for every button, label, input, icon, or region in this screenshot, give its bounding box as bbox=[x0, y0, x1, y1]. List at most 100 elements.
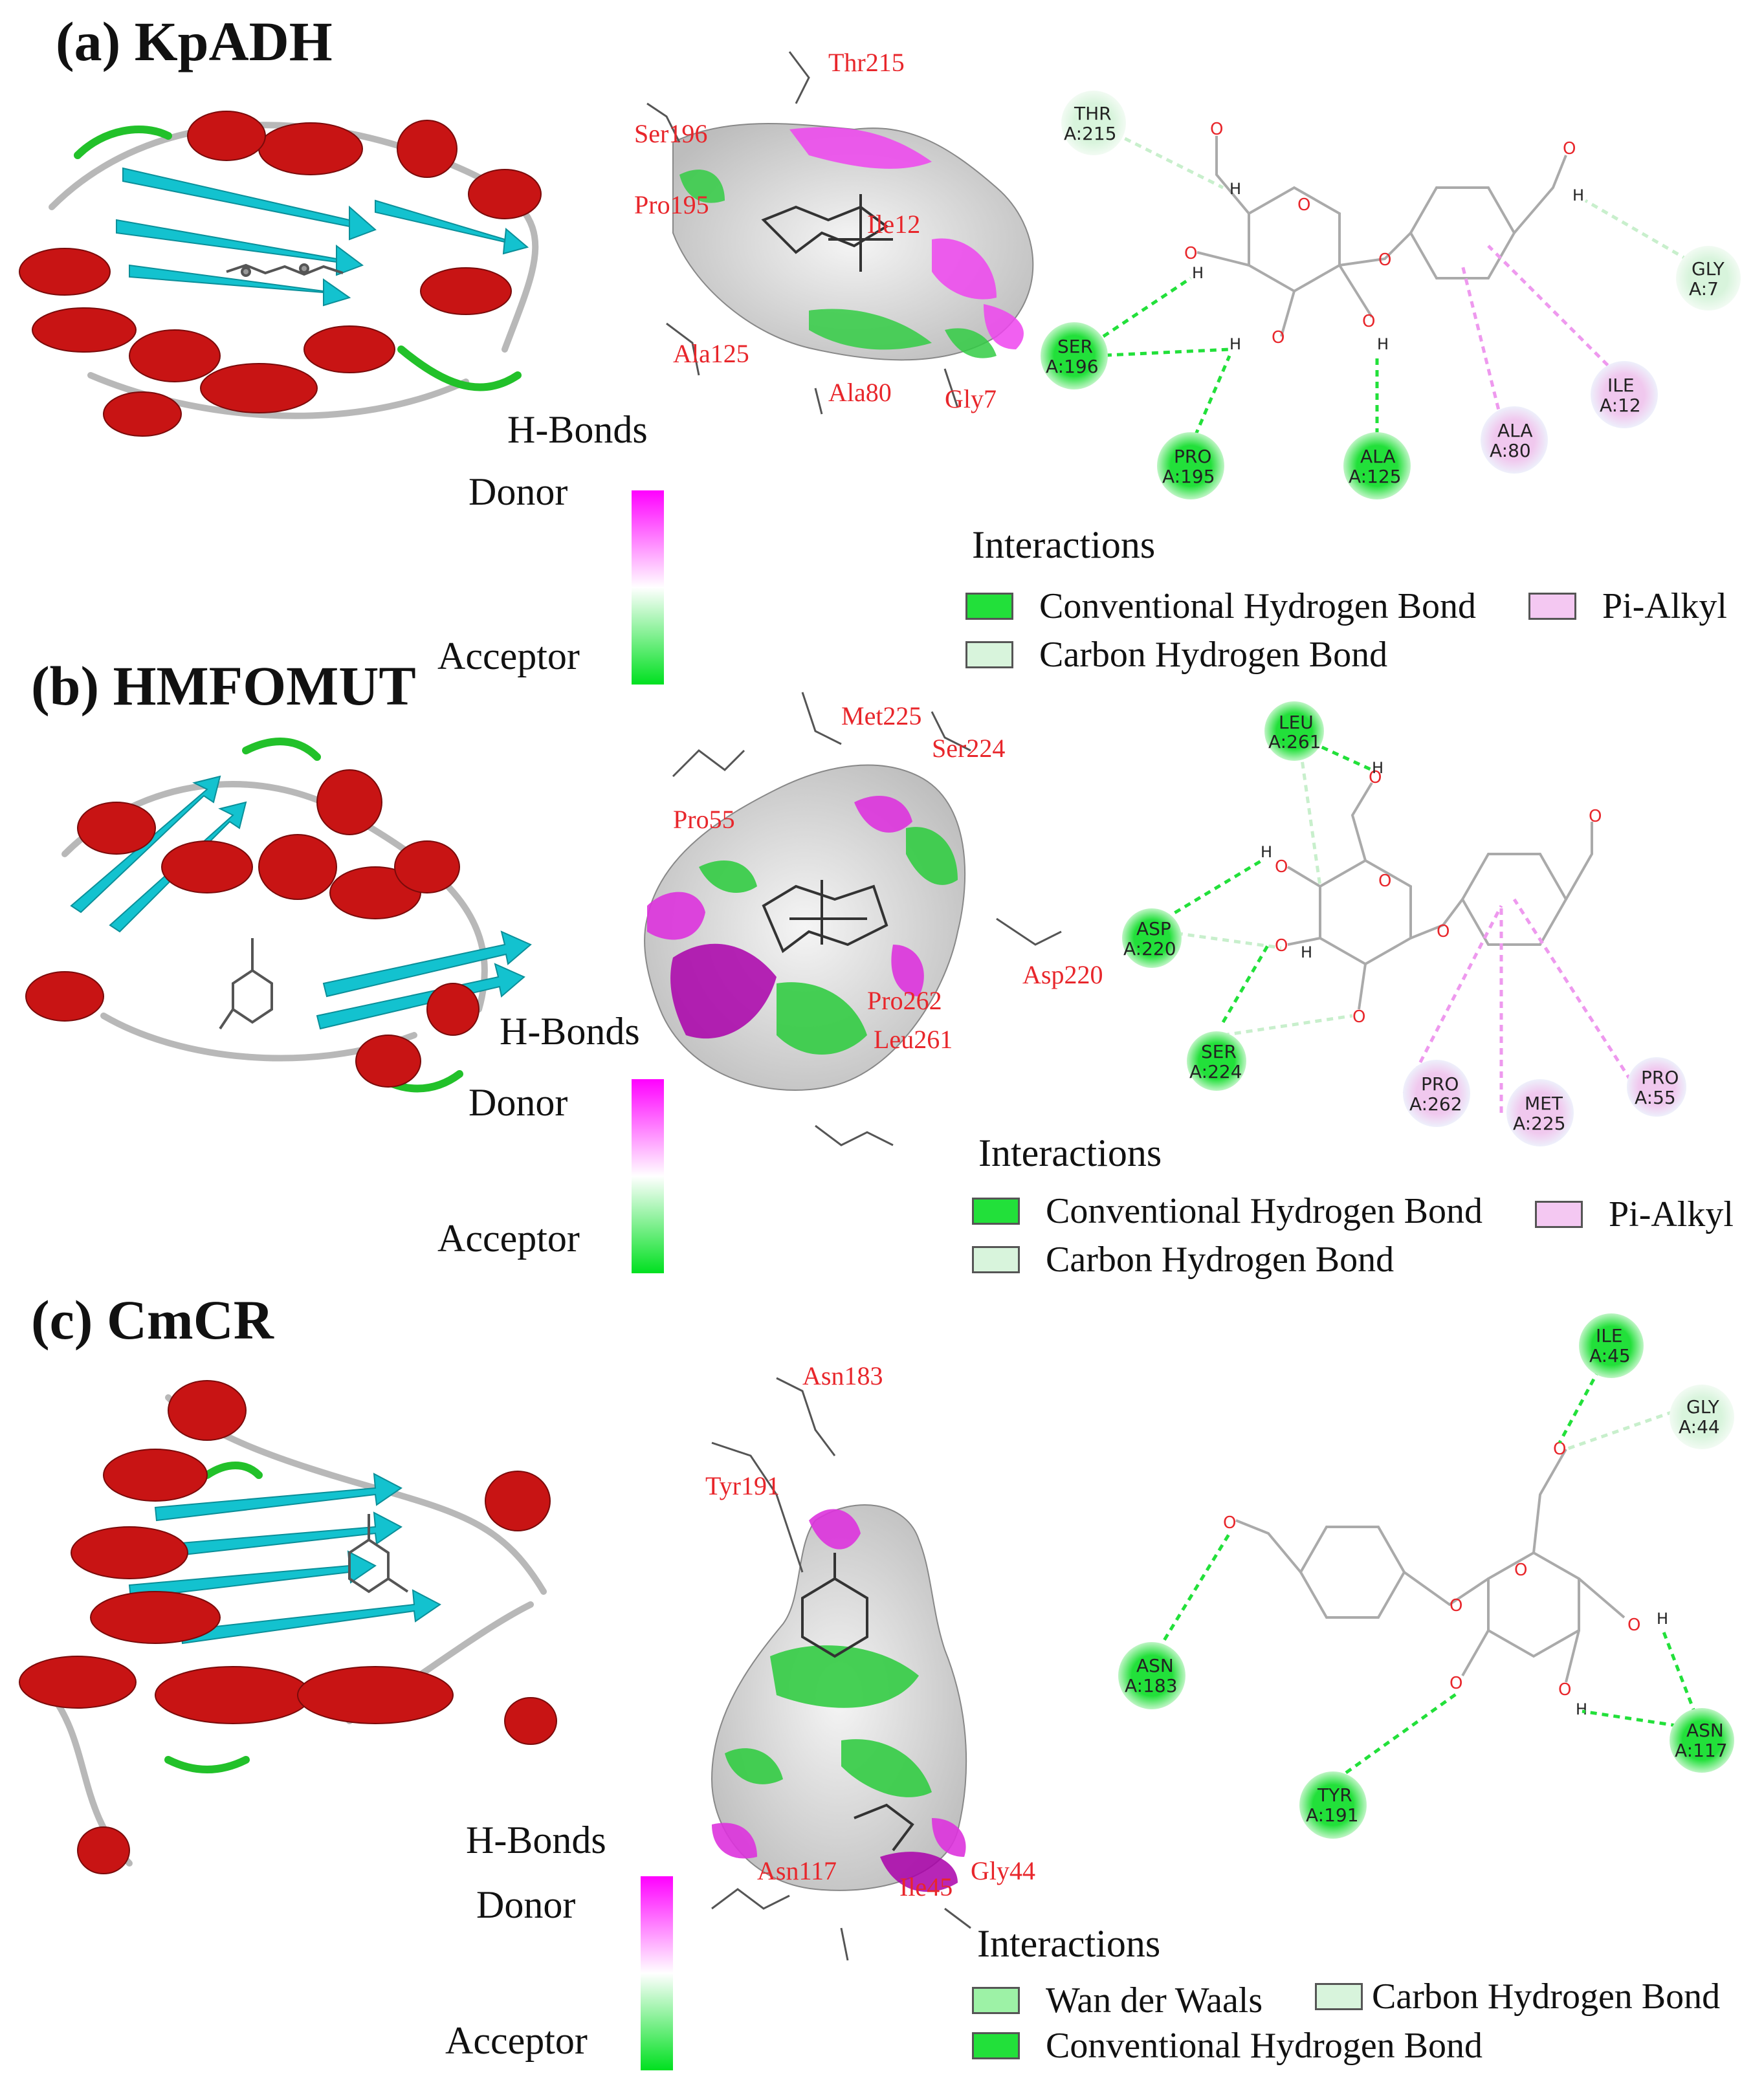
panel-a: (a) KpADH bbox=[0, 0, 1764, 686]
hydrogen-atom: H bbox=[1301, 943, 1312, 961]
residue-id: A:195 bbox=[1162, 466, 1215, 487]
surface-label: Ala80 bbox=[828, 378, 892, 407]
oxygen-atom: O bbox=[1450, 1674, 1462, 1693]
legend-item-carbon: Carbon Hydrogen Bond bbox=[965, 634, 1387, 675]
legend-item-conventional: Conventional Hydrogen Bond bbox=[972, 1190, 1483, 1232]
surface-label: Pro195 bbox=[634, 190, 709, 219]
legend-label: Conventional Hydrogen Bond bbox=[1046, 1191, 1483, 1231]
residue-id: A:80 bbox=[1490, 440, 1531, 461]
residue-id: A:12 bbox=[1600, 395, 1641, 416]
binding-pocket-surface bbox=[646, 51, 1034, 415]
residue-name: PRO bbox=[1174, 446, 1211, 467]
protein-ribbon-structure bbox=[25, 738, 532, 1093]
hbonds-gradient-bar bbox=[632, 490, 664, 685]
hydrogen-atom: H bbox=[1576, 1700, 1587, 1718]
legend-label: Pi-Alkyl bbox=[1602, 586, 1727, 626]
residue-id: A:224 bbox=[1189, 1061, 1242, 1082]
oxygen-atom: O bbox=[1378, 250, 1391, 270]
residue-name: ASP bbox=[1136, 918, 1171, 939]
residue-id: A:45 bbox=[1589, 1345, 1631, 1366]
surface-label: Tyr191 bbox=[705, 1471, 780, 1500]
legend-item-pi-alkyl: Pi-Alkyl bbox=[1535, 1194, 1734, 1235]
legend-swatch bbox=[972, 2032, 1020, 2059]
hbonds-acceptor-label: Acceptor bbox=[437, 1217, 580, 1260]
panel-c: (c) CmCR bbox=[0, 1288, 1764, 2082]
oxygen-atom: O bbox=[1553, 1440, 1566, 1459]
hbonds-acceptor-label: Acceptor bbox=[445, 2019, 588, 2062]
residue-id: A:220 bbox=[1123, 938, 1176, 959]
surface-label: Asp220 bbox=[1022, 960, 1103, 989]
surface-label: Ile12 bbox=[867, 210, 920, 239]
oxygen-atom: O bbox=[1184, 244, 1197, 263]
surface-label: Pro262 bbox=[867, 986, 942, 1015]
protein-ribbon-structure bbox=[19, 111, 542, 437]
surface-label: Thr215 bbox=[828, 48, 905, 77]
residue-name: THR bbox=[1074, 103, 1112, 124]
legend-swatch bbox=[965, 593, 1013, 620]
legend-swatch bbox=[972, 1246, 1020, 1273]
legend-label: Conventional Hydrogen Bond bbox=[1039, 586, 1477, 626]
interaction-2d-diagram: O O O O O O O H H H LEU A:261 ASP A:220 bbox=[1122, 701, 1686, 1146]
legend-label: Conventional Hydrogen Bond bbox=[1046, 2026, 1483, 2066]
residue-id: A:196 bbox=[1046, 356, 1099, 377]
interaction-2d-diagram: O O O O O O O H H H H H THR A:215 GLY A:… bbox=[1041, 91, 1741, 499]
legend-swatch bbox=[1528, 593, 1576, 620]
oxygen-atom: O bbox=[1352, 1007, 1365, 1027]
oxygen-atom: O bbox=[1275, 857, 1288, 877]
surface-residue-labels: Thr215 Ser196 Pro195 Ile12 Ala125 Ala80 … bbox=[634, 48, 997, 413]
oxygen-atom: O bbox=[1558, 1680, 1571, 1700]
hydrogen-atom: H bbox=[1229, 335, 1241, 353]
legend-swatch bbox=[1535, 1201, 1583, 1228]
residue-id: A:183 bbox=[1125, 1675, 1178, 1696]
legend-label: Carbon Hydrogen Bond bbox=[1046, 1240, 1395, 1280]
oxygen-atom: O bbox=[1378, 871, 1391, 891]
oxygen-atom: O bbox=[1362, 312, 1375, 331]
legend-item-pi-alkyl: Pi-Alkyl bbox=[1528, 586, 1727, 627]
residue-name: ASN bbox=[1136, 1655, 1174, 1676]
oxygen-atom: O bbox=[1210, 120, 1223, 139]
hbonds-gradient-bar bbox=[641, 1876, 673, 2070]
residue-id: A:262 bbox=[1409, 1093, 1462, 1115]
legend-swatch bbox=[1315, 1983, 1363, 2010]
oxygen-atom: O bbox=[1297, 195, 1310, 215]
hbonds-donor-label: Donor bbox=[469, 470, 568, 513]
surface-label: Gly7 bbox=[945, 384, 997, 413]
hbonds-donor-label: Donor bbox=[469, 1081, 568, 1124]
surface-label: Ala125 bbox=[673, 339, 749, 368]
residue-name: MET bbox=[1525, 1093, 1563, 1114]
residue-name: LEU bbox=[1279, 712, 1314, 733]
residue-id: A:44 bbox=[1679, 1416, 1720, 1438]
surface-label: Asn117 bbox=[757, 1856, 837, 1885]
hydrogen-atom: H bbox=[1657, 1610, 1668, 1628]
residue-name: TYR bbox=[1317, 1784, 1352, 1806]
surface-label: Ser196 bbox=[634, 119, 707, 148]
hydrogen-atom: H bbox=[1229, 180, 1241, 198]
residue-name: ALA bbox=[1360, 446, 1396, 467]
hbonds-gradient-bar bbox=[632, 1079, 664, 1273]
panel-b: (b) HMFOMUT bbox=[0, 647, 1764, 1294]
residue-id: A:191 bbox=[1306, 1804, 1359, 1826]
hydrogen-atom: H bbox=[1261, 843, 1272, 861]
residue-name: ALA bbox=[1497, 420, 1533, 441]
surface-residue-labels: Met225 Ser224 Pro55 Asp220 Pro262 Leu261 bbox=[673, 701, 1103, 1054]
surface-label: Gly44 bbox=[971, 1856, 1035, 1885]
surface-label: Asn183 bbox=[802, 1361, 883, 1390]
legend-swatch bbox=[972, 1987, 1020, 2014]
legend-item-conventional: Conventional Hydrogen Bond bbox=[972, 2025, 1483, 2066]
oxygen-atom: O bbox=[1437, 922, 1450, 941]
residue-name: PRO bbox=[1421, 1073, 1459, 1095]
surface-label: Pro55 bbox=[673, 805, 735, 834]
residue-name: ASN bbox=[1686, 1720, 1724, 1741]
oxygen-atom: O bbox=[1275, 936, 1288, 956]
residue-id: A:225 bbox=[1513, 1113, 1566, 1134]
hydrogen-atom: H bbox=[1372, 759, 1384, 777]
legend-item-vdw: Wan der Waals bbox=[972, 1980, 1262, 2021]
residue-id: A:215 bbox=[1064, 123, 1117, 144]
interactions-title: Interactions bbox=[978, 1132, 1162, 1174]
oxygen-atom: O bbox=[1563, 139, 1576, 159]
panel-title: (c) CmCR bbox=[31, 1289, 274, 1351]
hbonds-title: H-Bonds bbox=[500, 1010, 640, 1053]
interactions-title: Interactions bbox=[972, 523, 1156, 566]
residue-id: A:7 bbox=[1689, 278, 1719, 300]
legend-swatch bbox=[972, 1198, 1020, 1225]
